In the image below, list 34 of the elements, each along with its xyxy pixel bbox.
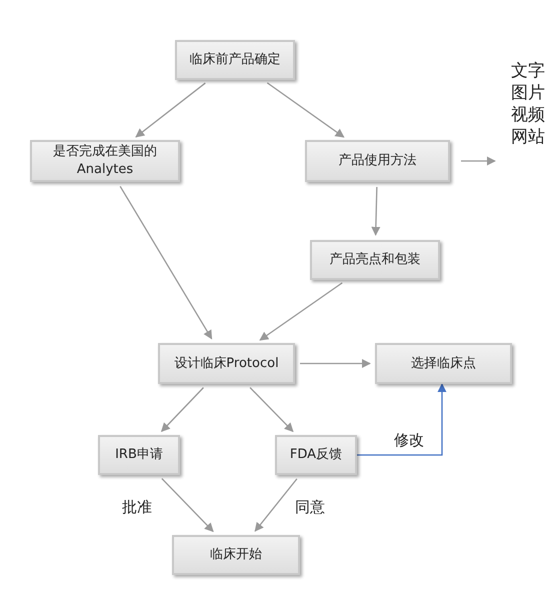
arrow [259, 282, 343, 341]
node-text: 产品使用方法 [338, 152, 416, 170]
arrow [160, 387, 204, 432]
arrow [300, 358, 371, 368]
process-box [175, 40, 295, 80]
arrow [161, 478, 214, 532]
node-text: 临床开始 [210, 546, 262, 564]
process-box [310, 240, 440, 280]
arrow [254, 478, 298, 532]
arrow [357, 383, 447, 456]
node-text: 设计临床Protocol [174, 354, 279, 372]
arrow [250, 387, 294, 432]
arrow [461, 156, 496, 166]
arrow [120, 186, 212, 340]
process-box [158, 343, 295, 384]
process-box [275, 435, 357, 475]
process-box [375, 343, 512, 384]
node-text: 临床前产品确定 [190, 51, 280, 69]
node-text: 产品亮点和包装 [330, 251, 420, 269]
process-box [172, 535, 300, 575]
process-box [30, 140, 180, 182]
edge-label: 批准 [120, 498, 154, 517]
arrow [266, 82, 345, 138]
process-box [305, 140, 450, 182]
node-text: 文字图片视频网站 [511, 60, 545, 148]
edge-label: 同意 [293, 498, 327, 517]
node-text: 选择临床点 [411, 354, 476, 372]
edge-label: 修改 [392, 431, 426, 450]
arrow [135, 82, 206, 138]
node-text: IRB申请 [115, 446, 163, 464]
process-box [98, 435, 180, 475]
node-text: FDA反馈 [290, 446, 342, 464]
node-text: 是否完成在美国的 Analytes [52, 143, 158, 179]
arrow [371, 186, 380, 236]
